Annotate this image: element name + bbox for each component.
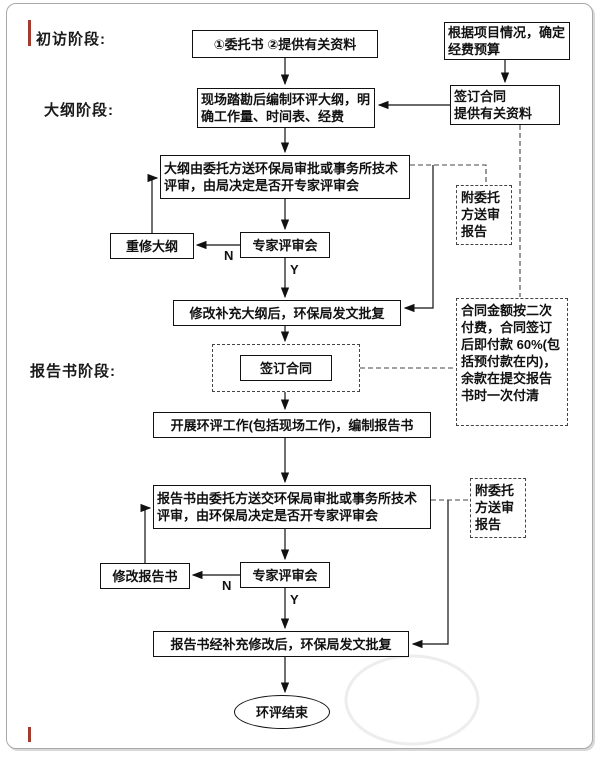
branch-label-yes-1: Y	[290, 262, 299, 277]
flow-node-outline-review: 大纲由委托方送环保局审批或事务所技术评审，由局决定是否开专家评审会	[160, 155, 410, 199]
stage-label-outline: 大纲阶段:	[44, 102, 114, 119]
dashed-review-to-attachnote1	[410, 164, 487, 184]
branch-label-no-1: N	[224, 248, 234, 263]
flow-node-end: 环评结束	[234, 695, 330, 729]
stage-label-report: 报告书阶段:	[30, 363, 116, 380]
flow-node-sign-contract: 签订合同	[240, 355, 332, 381]
flow-node-redo-outline: 重修大纲	[110, 233, 194, 259]
note-budget: 根据项目情况，确定经费预算	[444, 22, 570, 60]
solid-arrows	[140, 58, 510, 694]
arrow-revise-to-reportreview	[140, 503, 152, 563]
branch-label-no-2: N	[222, 578, 232, 593]
dashed-links	[360, 125, 521, 501]
flow-node-report-approval: 报告书经补充修改后，环保局发文批复	[153, 631, 409, 657]
flow-node-prepare-outline: 现场踏勘后编制环评大纲，明确工作量、时间表、经费	[197, 88, 375, 128]
stage-label-initial: 初访阶段:	[36, 31, 106, 48]
note-contract-materials: 签订合同 提供有关资料	[450, 85, 560, 125]
watermark-stamp	[344, 654, 480, 746]
flow-node-expert-meeting-1: 专家评审会	[240, 232, 330, 258]
red-mark-bottom-left	[28, 727, 31, 742]
arrow-redo-to-review	[147, 173, 159, 233]
flow-node-revise-report: 修改报告书	[100, 563, 190, 589]
sign-contract-dashed-frame	[212, 344, 360, 392]
note-attach-report-1: 附委托方送审报告	[456, 185, 512, 245]
flow-node-conduct-eia: 开展环评工作(包括现场工作)，编制报告书	[153, 412, 431, 438]
flow-node-outline-approval: 修改补充大纲后，环保局发文批复	[173, 300, 401, 326]
note-attach-report-2: 附委托方送审报告	[470, 478, 526, 538]
arrow-review-bypass-approval	[403, 165, 434, 313]
note-payment-terms: 合同金额按二次付费，合同签订后即付款 60%(包括预付款在内)，余款在提交报告书…	[456, 298, 568, 426]
flow-node-expert-meeting-2: 专家评审会	[240, 562, 330, 588]
red-mark-top-left	[28, 20, 31, 46]
branch-label-yes-2: Y	[290, 592, 299, 607]
flow-node-consign: ①委托书 ②提供有关资料	[192, 30, 378, 58]
arrow-reportreview-bypass-approval	[411, 500, 449, 649]
flow-node-report-review: 报告书由委托方送交环保局审批或事务所技术评审，由环保局决定是否开专家评审会	[153, 485, 431, 529]
